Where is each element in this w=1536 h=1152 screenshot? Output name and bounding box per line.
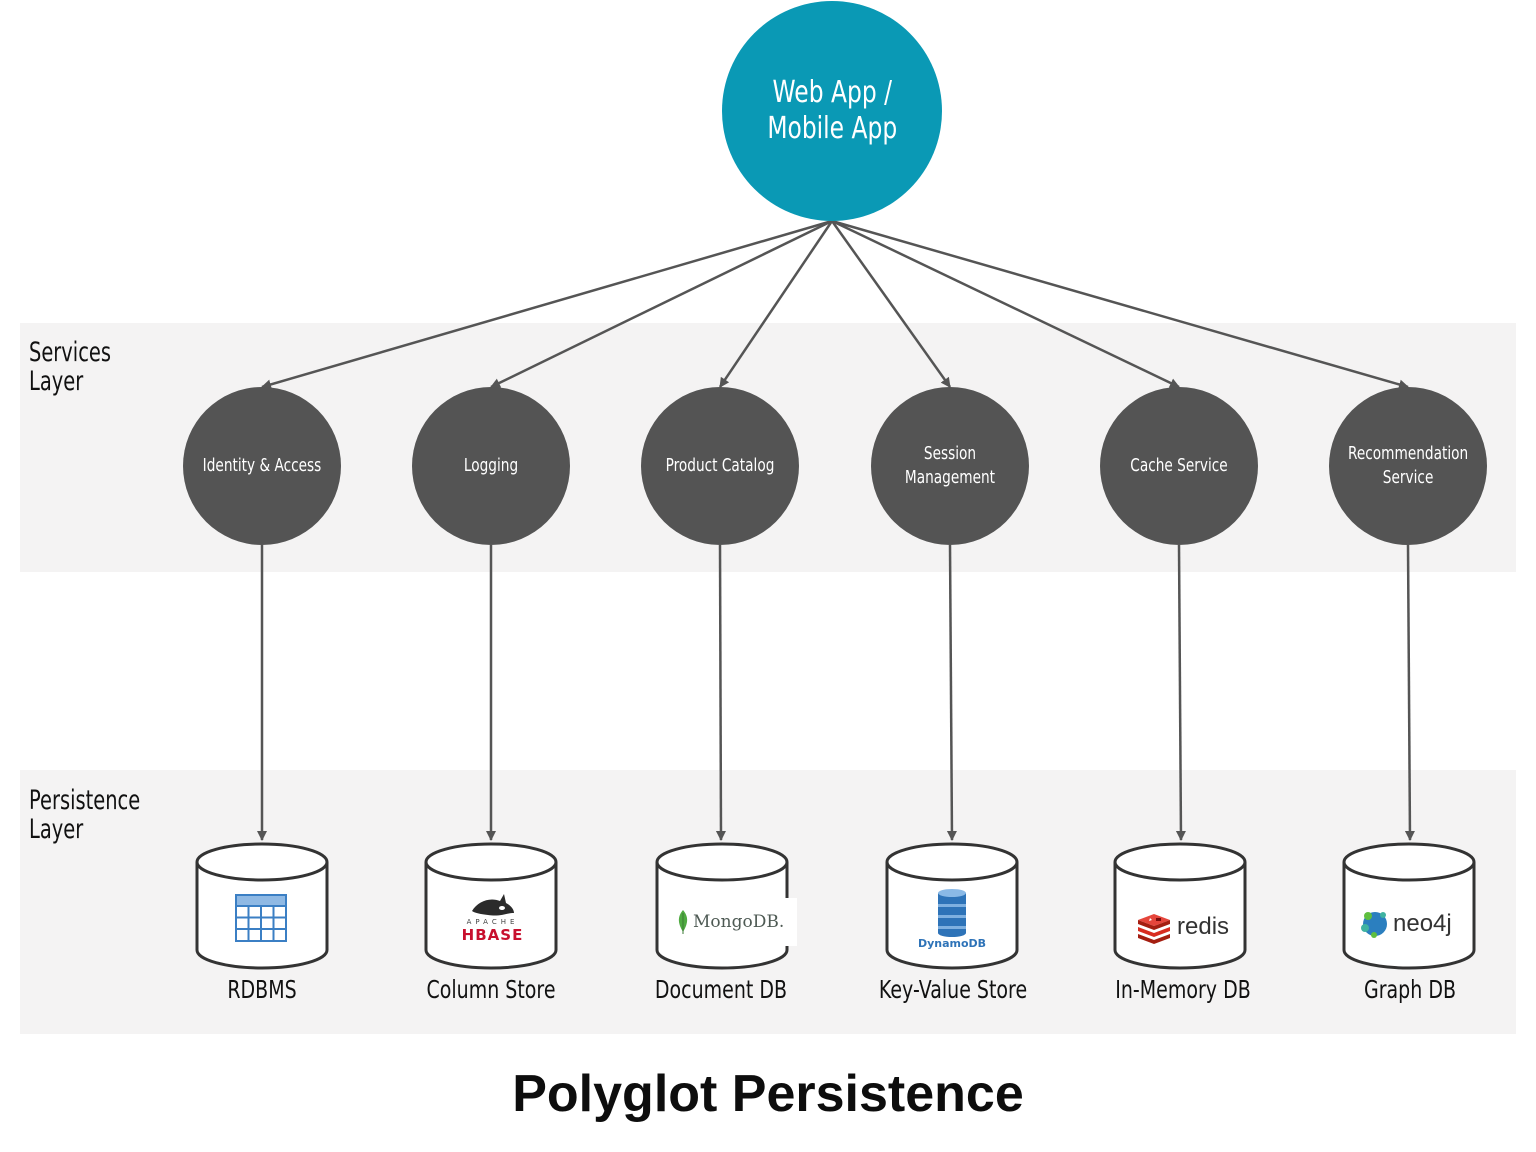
app-label-line1: Web App / [772,75,892,110]
store-label-column-store: Column Store [426,975,556,1004]
neo4j-graph-icon [1361,912,1387,938]
web-mobile-app-node: Web App / Mobile App [722,1,942,221]
persistence-layer-label: Persistence Layer [29,786,140,844]
app-label-line2: Mobile App [767,111,897,146]
cylinder-top [655,842,789,882]
cylinder-top [424,842,558,882]
hbase-logo: APACHE HBASE [450,889,535,951]
service-label-line1: Cache Service [1130,455,1228,476]
persistence-layer-label-line1: Persistence [29,785,141,816]
arrow-app-to-session-management [830,220,952,388]
service-label: Identity & Access [202,454,322,478]
arrow-product-catalog-to-store [715,544,726,841]
hbase-logo-text: HBASE [461,926,524,944]
service-label-line1: Recommendation [1347,443,1469,464]
dynamodb-stack-icon [938,889,966,937]
service-label: Session Management [890,442,1010,490]
table-grid-icon [235,894,287,942]
web-mobile-app-label: Web App / Mobile App [767,75,897,147]
arrow-app-to-recommendation [831,219,1409,390]
cylinder-top [1342,842,1476,882]
service-label-line1: Product Catalog [665,455,775,476]
dynamodb-logo-text: DynamoDB [917,937,987,950]
service-label-line1: Session [923,443,977,464]
hbase-apache-text: APACHE [466,918,519,926]
store-label-graph-db: Graph DB [1363,975,1456,1004]
diagram-title: Polyglot Persistence [512,1065,1024,1123]
mongodb-leaf-icon [678,910,688,934]
service-label: Product Catalog [660,454,780,478]
service-label-line1: Logging [463,455,519,476]
store-label-document-db: Document DB [654,975,788,1004]
mongodb-logo-text: MongoDB. [693,912,785,932]
arrow-app-to-logging [490,219,833,389]
service-label-line2: Management [904,467,996,488]
services-layer-label-line1: Services [29,337,111,368]
cylinder-top [195,842,329,882]
redis-logo: redis [1133,906,1235,948]
store-label-key-value-store: Key-Value Store [878,975,1028,1004]
service-identity-access: Identity & Access [183,387,341,545]
neo4j-logo-text: neo4j [1393,910,1452,937]
redis-cube-icon [1138,914,1170,944]
service-cache-service: Cache Service [1100,387,1258,545]
service-label-line1: Identity & Access [202,455,322,476]
service-label: Recommendation Service [1348,442,1468,490]
arrow-recommendation-to-store [1404,544,1415,841]
arrow-app-to-identity-access [261,219,833,390]
service-product-catalog: Product Catalog [641,387,799,545]
service-label: Cache Service [1119,454,1239,478]
arrow-cache-service-to-store [1175,544,1186,841]
cylinder-top [885,842,1019,882]
dynamodb-logo: DynamoDB [911,887,993,955]
service-logging: Logging [412,387,570,545]
persistence-layer-label-line2: Layer [29,814,84,845]
service-label: Logging [431,454,551,478]
store-label-in-memory-db: In-Memory DB [1115,975,1251,1004]
redis-logo-text: redis [1177,913,1230,940]
orca-icon [472,894,514,916]
service-session-management: Session Management [871,387,1029,545]
arrow-app-to-cache-service [831,219,1180,389]
arrow-app-to-product-catalog [718,220,834,388]
store-label-rdbms: RDBMS [227,975,297,1004]
service-recommendation: Recommendation Service [1329,387,1487,545]
services-layer-label-line2: Layer [29,366,84,397]
cylinder-top [1113,842,1247,882]
services-layer-label: Services Layer [29,338,111,396]
service-label-line2: Service [1382,467,1434,488]
mongodb-logo: MongoDB. [672,898,797,946]
neo4j-logo: neo4j [1357,903,1457,945]
arrow-session-management-to-store [946,544,957,841]
